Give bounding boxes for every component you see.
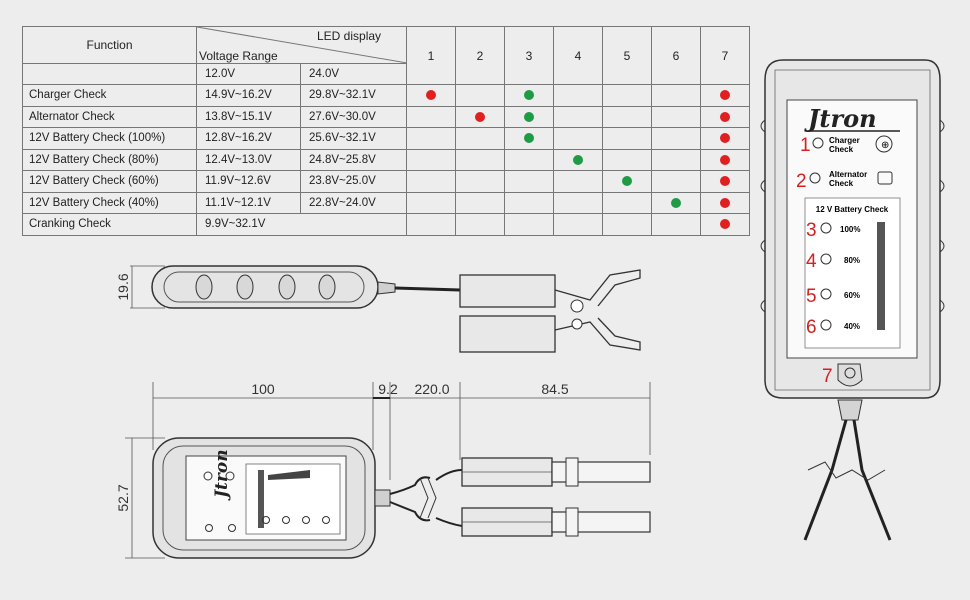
battery-symbol-icon	[877, 171, 893, 185]
level-40: 40%	[844, 322, 860, 331]
led-function-table: Function LED display 1 2 3 4 5 6 7 Volta…	[22, 26, 750, 236]
voltage-24-cell: 23.8V~25.0V	[300, 170, 407, 193]
function-cell: 12V Battery Check (60%)	[22, 170, 197, 193]
side-view: 19.6	[115, 265, 641, 353]
dim-cable: 220.0	[414, 381, 449, 397]
led-col-4: 4	[553, 26, 603, 85]
top-view-brand: Jtron	[212, 449, 232, 501]
led-cell-7	[700, 213, 750, 236]
green-led-dot	[671, 197, 681, 208]
led-col-6: 6	[651, 26, 701, 85]
front-device: Jtron 1 Charger Check ⊕ 2 Alternator Che…	[760, 59, 945, 541]
green-led-dot	[524, 133, 534, 144]
number-5: 5	[806, 286, 817, 307]
voltage-12-header: 12.0V	[196, 62, 301, 85]
red-led-dot	[720, 219, 730, 230]
dim-gap: 9.2	[378, 381, 398, 397]
red-led-dot	[475, 111, 485, 122]
battery-panel-title: 12 V Battery Check	[816, 205, 889, 214]
dim-height-top: 52.7	[115, 484, 131, 511]
led-display-header-cell: LED display	[196, 26, 408, 64]
green-led-dot	[573, 154, 583, 165]
alternator-label-2: Check	[829, 179, 854, 188]
dim-length-body: 100	[251, 381, 275, 397]
header-diagonal	[196, 26, 408, 64]
function-cell: Alternator Check	[22, 105, 197, 128]
led-col-1: 1	[406, 26, 456, 85]
voltage-24-header: 24.0V	[300, 62, 407, 85]
level-80: 80%	[844, 256, 860, 265]
red-led-dot	[720, 197, 730, 208]
number-3: 3	[806, 220, 817, 241]
led-display-header: LED display	[317, 29, 382, 43]
charger-symbol-icon: ⊕	[881, 140, 889, 151]
dim-clamp: 84.5	[541, 381, 568, 397]
led-col-3: 3	[504, 26, 554, 85]
number-2: 2	[796, 171, 807, 192]
charger-label-1: Charger	[829, 136, 860, 145]
number-4: 4	[806, 251, 817, 272]
red-led-dot	[720, 133, 730, 144]
voltage-24-cell: 24.8V~25.8V	[300, 148, 407, 171]
level-100: 100%	[840, 225, 860, 234]
led-cell-7	[700, 105, 750, 128]
function-cell: 12V Battery Check (80%)	[22, 148, 197, 171]
voltage-12-cell: 13.8V~15.1V	[196, 105, 301, 128]
number-7: 7	[822, 366, 833, 387]
level-60: 60%	[844, 291, 860, 300]
function-header: Function	[22, 26, 197, 64]
red-led-dot	[720, 90, 730, 101]
red-led-dot	[720, 154, 730, 165]
led-col-7: 7	[700, 26, 750, 85]
front-brand: Jtron	[804, 104, 877, 133]
voltage-24-cell: 29.8V~32.1V	[300, 84, 407, 107]
red-led-dot	[720, 176, 730, 187]
voltage-12-cell: 9.9V~32.1V	[196, 213, 407, 236]
green-led-dot	[622, 176, 632, 187]
number-6: 6	[806, 317, 817, 338]
alternator-label-1: Alternator	[829, 170, 867, 179]
function-cell: Cranking Check	[22, 213, 197, 236]
green-led-dot	[524, 90, 534, 101]
red-led-dot	[720, 111, 730, 122]
dim-height-side: 19.6	[115, 273, 131, 300]
function-cell: 12V Battery Check (40%)	[22, 191, 197, 214]
voltage-24-cell: 27.6V~30.0V	[300, 105, 407, 128]
voltage-12-cell: 12.8V~16.2V	[196, 127, 301, 150]
green-led-dot	[524, 111, 534, 122]
charger-label-2: Check	[829, 145, 854, 154]
top-view: 100 9.2 220.0 84.5 52.7 Jtron	[115, 381, 651, 559]
function-cell: Charger Check	[22, 84, 197, 107]
led-cell-7	[700, 84, 750, 107]
number-1: 1	[800, 135, 811, 156]
red-led-dot	[426, 90, 436, 101]
